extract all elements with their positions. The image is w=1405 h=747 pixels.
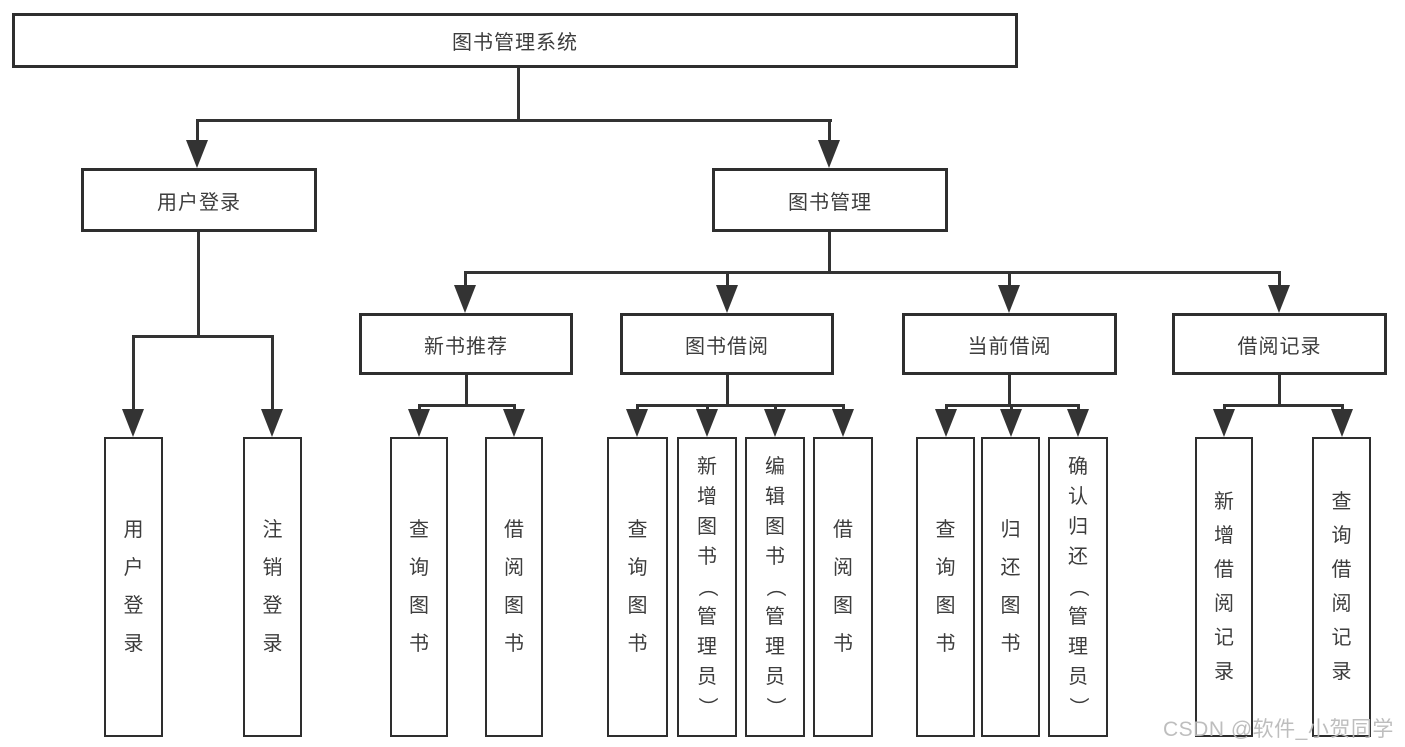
leaf-label: 借阅图书 bbox=[833, 519, 853, 655]
leaf-label: 查询借阅记录 bbox=[1331, 491, 1352, 683]
node-new-book-recommendation: 新书推荐 bbox=[359, 313, 573, 375]
leaf-borrow-books: 借阅图书 bbox=[813, 437, 873, 737]
leaf-borrow-books-recommend: 借阅图书 bbox=[485, 437, 543, 737]
leaf-label: 借阅图书 bbox=[504, 519, 524, 655]
leaf-label: 查询图书 bbox=[935, 519, 956, 655]
arrow-down-icon bbox=[1000, 409, 1022, 437]
leaf-label: 新增借阅记录 bbox=[1214, 491, 1234, 683]
connector-drop bbox=[195, 118, 199, 143]
connector-trunk bbox=[725, 375, 729, 407]
connector-trunk bbox=[464, 375, 468, 407]
arrow-down-icon bbox=[454, 285, 476, 313]
leaf-label: 新增图书（管理员） bbox=[696, 456, 718, 717]
arrow-down-icon bbox=[1331, 409, 1353, 437]
node-label: 图书管理 bbox=[788, 191, 872, 214]
leaf-query-books-recommend: 查询图书 bbox=[390, 437, 448, 737]
leaf-user-login: 用户登录 bbox=[104, 437, 163, 737]
arrow-down-icon bbox=[1067, 409, 1089, 437]
arrow-down-icon bbox=[818, 140, 840, 168]
connector-branch bbox=[635, 403, 845, 407]
leaf-label: 查询图书 bbox=[627, 519, 648, 655]
leaf-add-borrow-record: 新增借阅记录 bbox=[1195, 437, 1253, 737]
arrow-down-icon bbox=[764, 409, 786, 437]
arrow-down-icon bbox=[408, 409, 430, 437]
arrow-down-icon bbox=[626, 409, 648, 437]
arrow-down-icon bbox=[261, 409, 283, 437]
node-library-management-system: 图书管理系统 bbox=[12, 13, 1018, 68]
node-label: 当前借阅 bbox=[967, 335, 1052, 358]
node-borrowing-records: 借阅记录 bbox=[1172, 313, 1387, 375]
connector-drop bbox=[1277, 270, 1281, 288]
connector-drop bbox=[827, 118, 831, 143]
node-current-borrowing: 当前借阅 bbox=[902, 313, 1117, 375]
leaf-query-books-current: 查询图书 bbox=[916, 437, 975, 737]
arrow-down-icon bbox=[716, 285, 738, 313]
leaf-confirm-return-admin: 确认归还（管理员） bbox=[1048, 437, 1108, 737]
connector-drop bbox=[270, 334, 274, 413]
connector-drop bbox=[773, 403, 777, 413]
connector-drop bbox=[944, 403, 948, 413]
watermark: CSDN @软件_小贺同学 bbox=[1163, 718, 1394, 741]
leaf-label: 编辑图书（管理员） bbox=[764, 456, 786, 717]
leaf-label: 用户登录 bbox=[123, 519, 144, 655]
connector-level2-branch bbox=[195, 118, 832, 122]
connector-drop bbox=[512, 403, 516, 413]
connector-drop bbox=[1222, 403, 1226, 413]
arrow-down-icon bbox=[186, 140, 208, 168]
node-label: 新书推荐 bbox=[424, 335, 508, 358]
connector-drop bbox=[1007, 270, 1011, 288]
connector-drop bbox=[1076, 403, 1080, 413]
connector-drop bbox=[725, 270, 729, 288]
leaf-return-books: 归还图书 bbox=[981, 437, 1040, 737]
connector-drop bbox=[463, 270, 467, 288]
node-label: 借阅记录 bbox=[1237, 335, 1322, 358]
arrow-down-icon bbox=[1213, 409, 1235, 437]
connector-branch bbox=[417, 403, 516, 407]
connector-drop bbox=[1340, 403, 1344, 413]
leaf-query-books-borrowing: 查询图书 bbox=[607, 437, 668, 737]
arrow-down-icon bbox=[696, 409, 718, 437]
leaf-query-borrow-record: 查询借阅记录 bbox=[1312, 437, 1371, 737]
connector-trunk bbox=[1007, 375, 1011, 407]
connector-drop bbox=[705, 403, 709, 413]
connector-book-management-trunk bbox=[827, 232, 831, 274]
connector-user-login-trunk bbox=[196, 232, 200, 338]
connector-drop bbox=[841, 403, 845, 413]
connector-drop bbox=[1009, 403, 1013, 413]
connector-drop bbox=[635, 403, 639, 413]
connector-drop bbox=[417, 403, 421, 413]
leaf-label: 确认归还（管理员） bbox=[1067, 456, 1089, 717]
node-label: 图书管理系统 bbox=[452, 32, 578, 54]
leaf-logout: 注销登录 bbox=[243, 437, 302, 737]
arrow-down-icon bbox=[503, 409, 525, 437]
arrow-down-icon bbox=[1268, 285, 1290, 313]
arrow-down-icon bbox=[998, 285, 1020, 313]
leaf-edit-books-admin: 编辑图书（管理员） bbox=[745, 437, 805, 737]
node-book-management: 图书管理 bbox=[712, 168, 948, 232]
node-label: 用户登录 bbox=[157, 191, 241, 214]
node-user-login: 用户登录 bbox=[81, 168, 317, 232]
connector-user-login-branch bbox=[131, 334, 274, 338]
arrow-down-icon bbox=[122, 409, 144, 437]
connector-trunk bbox=[1277, 375, 1281, 407]
node-label: 图书借阅 bbox=[685, 335, 769, 358]
leaf-label: 查询图书 bbox=[409, 519, 429, 655]
arrow-down-icon bbox=[935, 409, 957, 437]
connector-drop bbox=[131, 334, 135, 413]
leaf-label: 归还图书 bbox=[1000, 519, 1021, 655]
connector-branch bbox=[1222, 403, 1344, 407]
leaf-add-books-admin: 新增图书（管理员） bbox=[677, 437, 737, 737]
node-book-borrowing: 图书借阅 bbox=[620, 313, 834, 375]
connector-root-trunk bbox=[517, 68, 520, 122]
leaf-label: 注销登录 bbox=[262, 519, 283, 655]
arrow-down-icon bbox=[832, 409, 854, 437]
connector-level3-branch bbox=[463, 270, 1281, 274]
